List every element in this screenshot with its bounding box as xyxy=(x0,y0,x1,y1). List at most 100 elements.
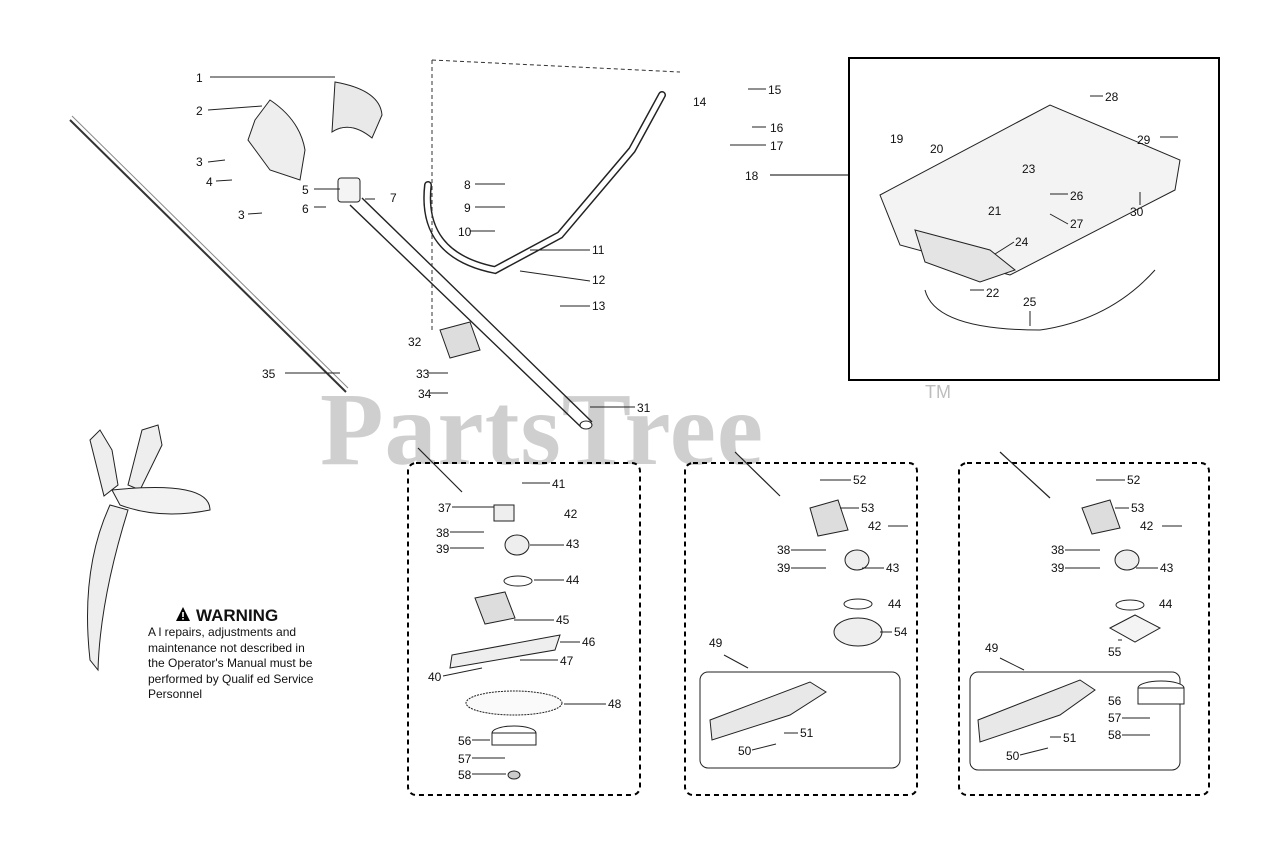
kit-a-callout-58: 58 xyxy=(458,768,472,782)
callout-layer: 1233456789101112131415161718192021222324… xyxy=(196,71,1182,782)
kit-b-callout-44: 44 xyxy=(888,597,902,611)
kit-box-c xyxy=(958,462,1210,796)
main-callout-22: 22 xyxy=(986,286,1000,300)
kit-a-part-37 xyxy=(493,504,515,522)
kit-a-callout-42: 42 xyxy=(564,507,578,521)
kit-b-callout-51: 51 xyxy=(800,726,814,740)
kit-c-callout-53: 53 xyxy=(1131,501,1145,515)
main-callout-14: 14 xyxy=(693,95,707,109)
kit-c-callout-49: 49 xyxy=(985,641,999,655)
kit-b-callout-50: 50 xyxy=(738,744,752,758)
kit-a-nut-58 xyxy=(507,770,521,780)
main-callout-13: 13 xyxy=(592,299,606,313)
kit-a-gearhead-43 xyxy=(504,534,530,556)
harness-strap-left xyxy=(89,429,119,497)
drive-shaft-edge xyxy=(71,115,349,389)
main-callout-3: 3 xyxy=(196,155,203,169)
kit-c-leader-13 xyxy=(1019,747,1049,756)
kit-a-callout-37: 37 xyxy=(438,501,452,515)
kit-b-callout-39: 39 xyxy=(777,561,791,575)
main-callout-11: 11 xyxy=(592,243,605,257)
kit-c-56-body xyxy=(1137,687,1185,705)
kit-a-leader-9 xyxy=(442,667,483,677)
drive-shaft xyxy=(69,119,347,393)
main-callout-25: 25 xyxy=(1023,295,1037,309)
watermark-brand: PartsTree xyxy=(320,372,765,487)
kit-b-callout-38: 38 xyxy=(777,543,791,557)
main-leader-3 xyxy=(247,212,263,215)
main-callout-12: 12 xyxy=(592,273,606,287)
kit-a-callout-48: 48 xyxy=(608,697,622,711)
main-callout-24: 24 xyxy=(1015,235,1029,249)
kit-b-leader-10 xyxy=(751,743,777,751)
main-leader-12 xyxy=(519,270,591,282)
kit-b-callout-53: 53 xyxy=(861,501,875,515)
kit-c-shaft xyxy=(999,451,1051,499)
part-2-housing xyxy=(247,99,306,181)
kit-a-56-body xyxy=(491,732,537,746)
kit-c-leader-11 xyxy=(999,657,1025,671)
harness-belt xyxy=(87,504,129,672)
kit-b-callout-49: 49 xyxy=(709,636,723,650)
kit-a-guard-46 xyxy=(449,634,561,669)
kit-c-callout-42: 42 xyxy=(1140,519,1154,533)
warning-triangle-icon xyxy=(176,607,190,621)
main-callout-27: 27 xyxy=(1070,217,1084,231)
kit-a-callout-39: 39 xyxy=(436,542,450,556)
kit-b-washer-44 xyxy=(843,598,873,610)
main-callout-1: 1 xyxy=(196,71,203,85)
main-callout-10: 10 xyxy=(458,225,472,239)
part-32-clamp xyxy=(439,321,481,359)
kit-a-callout-43: 43 xyxy=(566,537,580,551)
main-callout-18: 18 xyxy=(745,169,759,183)
kit-a-callout-56: 56 xyxy=(458,734,472,748)
main-leader-2 xyxy=(207,159,226,163)
warning-title: WARNING xyxy=(196,606,279,625)
kit-a-callout-40: 40 xyxy=(428,670,442,684)
watermark-trademark: TM xyxy=(925,382,951,402)
kit-c-guard-49 xyxy=(977,679,1096,743)
kit-c-callout-44: 44 xyxy=(1159,597,1173,611)
main-callout-34: 34 xyxy=(418,387,432,401)
kit-c-callout-56: 56 xyxy=(1108,694,1122,708)
kit-c-callout-39: 39 xyxy=(1051,561,1065,575)
main-callout-7: 7 xyxy=(390,191,397,205)
kit-b-shaft xyxy=(734,451,781,497)
kit-a-callout-45: 45 xyxy=(556,613,570,627)
kit-box-a xyxy=(407,462,641,796)
main-callout-17: 17 xyxy=(770,139,784,153)
main-callout-29: 29 xyxy=(1137,133,1151,147)
shaft-tube-top xyxy=(349,204,583,429)
kit-c-washer-44 xyxy=(1115,599,1145,611)
kit-a-guard-45 xyxy=(474,591,516,625)
main-callout-20: 20 xyxy=(930,142,944,156)
main-callout-21: 21 xyxy=(988,204,1002,218)
main-callout-32: 32 xyxy=(408,335,422,349)
main-callout-2: 2 xyxy=(196,104,203,118)
kit-a-shaft xyxy=(417,447,463,493)
main-callout-28: 28 xyxy=(1105,90,1119,104)
kit-a-callout-46: 46 xyxy=(582,635,596,649)
kit-c-gearhead-43 xyxy=(1114,549,1140,571)
main-callout-26: 26 xyxy=(1070,189,1084,203)
kit-b-head-54 xyxy=(833,617,883,647)
kit-a-callout-38: 38 xyxy=(436,526,450,540)
kit-c-blade-55 xyxy=(1108,614,1162,643)
main-callout-4: 4 xyxy=(206,175,213,189)
main-leader-24 xyxy=(994,241,1015,255)
kit-box-b xyxy=(684,462,918,796)
main-callout-23: 23 xyxy=(1022,162,1036,176)
kit-c-callout-51: 51 xyxy=(1063,731,1077,745)
inset-handle-box xyxy=(848,57,1220,381)
shaft-tube-bottom xyxy=(361,197,593,423)
kit-c-guard-box xyxy=(969,671,1181,771)
main-callout-16: 16 xyxy=(770,121,784,135)
kit-c-callout-57: 57 xyxy=(1108,711,1122,725)
kit-b-leader-8 xyxy=(723,654,749,669)
kit-c-callout-43: 43 xyxy=(1160,561,1174,575)
part-1-cover xyxy=(331,81,383,139)
kit-a-callout-44: 44 xyxy=(566,573,580,587)
handle-bar-inner xyxy=(424,92,665,273)
